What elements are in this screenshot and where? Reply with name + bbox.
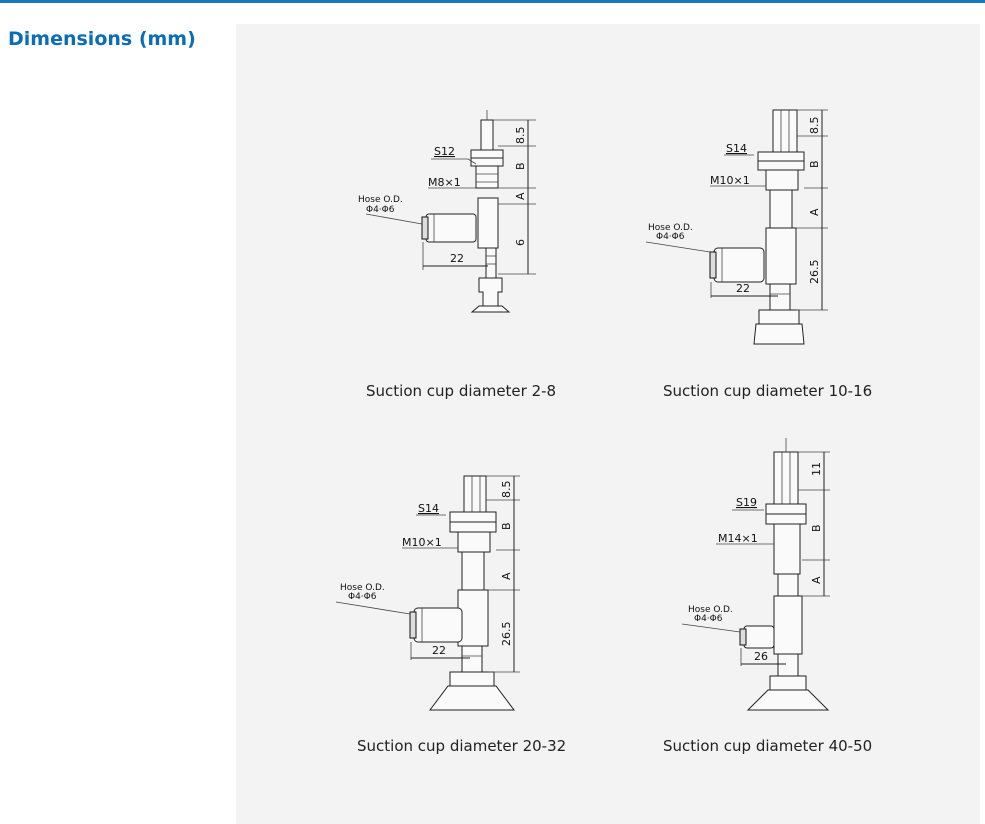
mid-dim-label: 26.5 bbox=[808, 260, 821, 285]
diagram-cup-2-8: S12 M8×1 Hose O.D. Φ4·Φ6 22 8.5 B A 6 bbox=[358, 110, 536, 313]
hose-label-2: Φ4·Φ6 bbox=[348, 592, 377, 602]
ejector-body-drawing bbox=[739, 438, 830, 711]
caption-cup-20-32: Suction cup diameter 20-32 bbox=[357, 737, 567, 755]
ejector-body-drawing bbox=[421, 110, 511, 313]
dimension-lines bbox=[335, 475, 520, 673]
b-dim-label: B bbox=[514, 162, 527, 170]
diagram-cup-40-50: S19 M14×1 Hose O.D. Φ4·Φ6 26 11 B A bbox=[681, 438, 830, 711]
thread-size-label: M14×1 bbox=[718, 532, 758, 545]
b-dim-label: B bbox=[810, 524, 823, 532]
nut-size-label: S12 bbox=[434, 145, 455, 158]
width-dim-label: 22 bbox=[450, 252, 464, 265]
hose-label-1: Hose O.D. bbox=[688, 605, 733, 615]
a-dim-label: A bbox=[500, 572, 513, 580]
hose-label-2: Φ4·Φ6 bbox=[366, 205, 395, 215]
a-dim-label: A bbox=[810, 576, 823, 584]
nut-size-label: S14 bbox=[726, 142, 747, 155]
a-dim-label: A bbox=[514, 192, 527, 200]
top-dim-label: 8.5 bbox=[500, 481, 513, 499]
dimension-lines bbox=[645, 109, 828, 311]
top-dim-label: 8.5 bbox=[808, 117, 821, 135]
dimension-lines bbox=[365, 119, 536, 275]
caption-cup-40-50: Suction cup diameter 40-50 bbox=[663, 737, 873, 755]
hose-label-1: Hose O.D. bbox=[358, 195, 403, 205]
top-dim-label: 11 bbox=[810, 462, 823, 476]
width-dim-label: 26 bbox=[754, 650, 768, 663]
thread-size-label: M10×1 bbox=[402, 536, 442, 549]
b-dim-label: B bbox=[500, 522, 513, 530]
top-dim-label: 8.5 bbox=[514, 127, 527, 145]
diagram-cup-20-32: S14 M10×1 Hose O.D. Φ4·Φ6 22 8.5 B A 26.… bbox=[335, 475, 520, 711]
section-title: Dimensions (mm) bbox=[8, 28, 196, 50]
top-divider bbox=[0, 0, 985, 3]
nut-size-label: S19 bbox=[736, 496, 757, 509]
a-dim-label: A bbox=[808, 208, 821, 216]
mid-dim-label: 6 bbox=[514, 239, 527, 246]
dimensions-panel: S12 M8×1 Hose O.D. Φ4·Φ6 22 8.5 B A 6 Su… bbox=[236, 24, 980, 824]
width-dim-label: 22 bbox=[432, 644, 446, 657]
ejector-body-drawing bbox=[409, 475, 515, 711]
caption-cup-2-8: Suction cup diameter 2-8 bbox=[366, 382, 557, 400]
diagram-cup-10-16: S14 M10×1 Hose O.D. Φ4·Φ6 22 8.5 B A 26.… bbox=[645, 109, 828, 345]
thread-size-label: M10×1 bbox=[710, 174, 750, 187]
b-dim-label: B bbox=[808, 160, 821, 168]
mid-dim-label: 26.5 bbox=[500, 622, 513, 647]
ejector-body-drawing bbox=[709, 109, 805, 345]
hose-label-2: Φ4·Φ6 bbox=[656, 232, 685, 242]
hose-label-2: Φ4·Φ6 bbox=[694, 614, 723, 624]
thread-size-label: M8×1 bbox=[428, 176, 461, 189]
hose-label-1: Hose O.D. bbox=[340, 583, 385, 593]
hose-label-1: Hose O.D. bbox=[648, 223, 693, 233]
dimension-lines bbox=[681, 451, 830, 666]
width-dim-label: 22 bbox=[736, 282, 750, 295]
caption-cup-10-16: Suction cup diameter 10-16 bbox=[663, 382, 873, 400]
nut-size-label: S14 bbox=[418, 502, 439, 515]
